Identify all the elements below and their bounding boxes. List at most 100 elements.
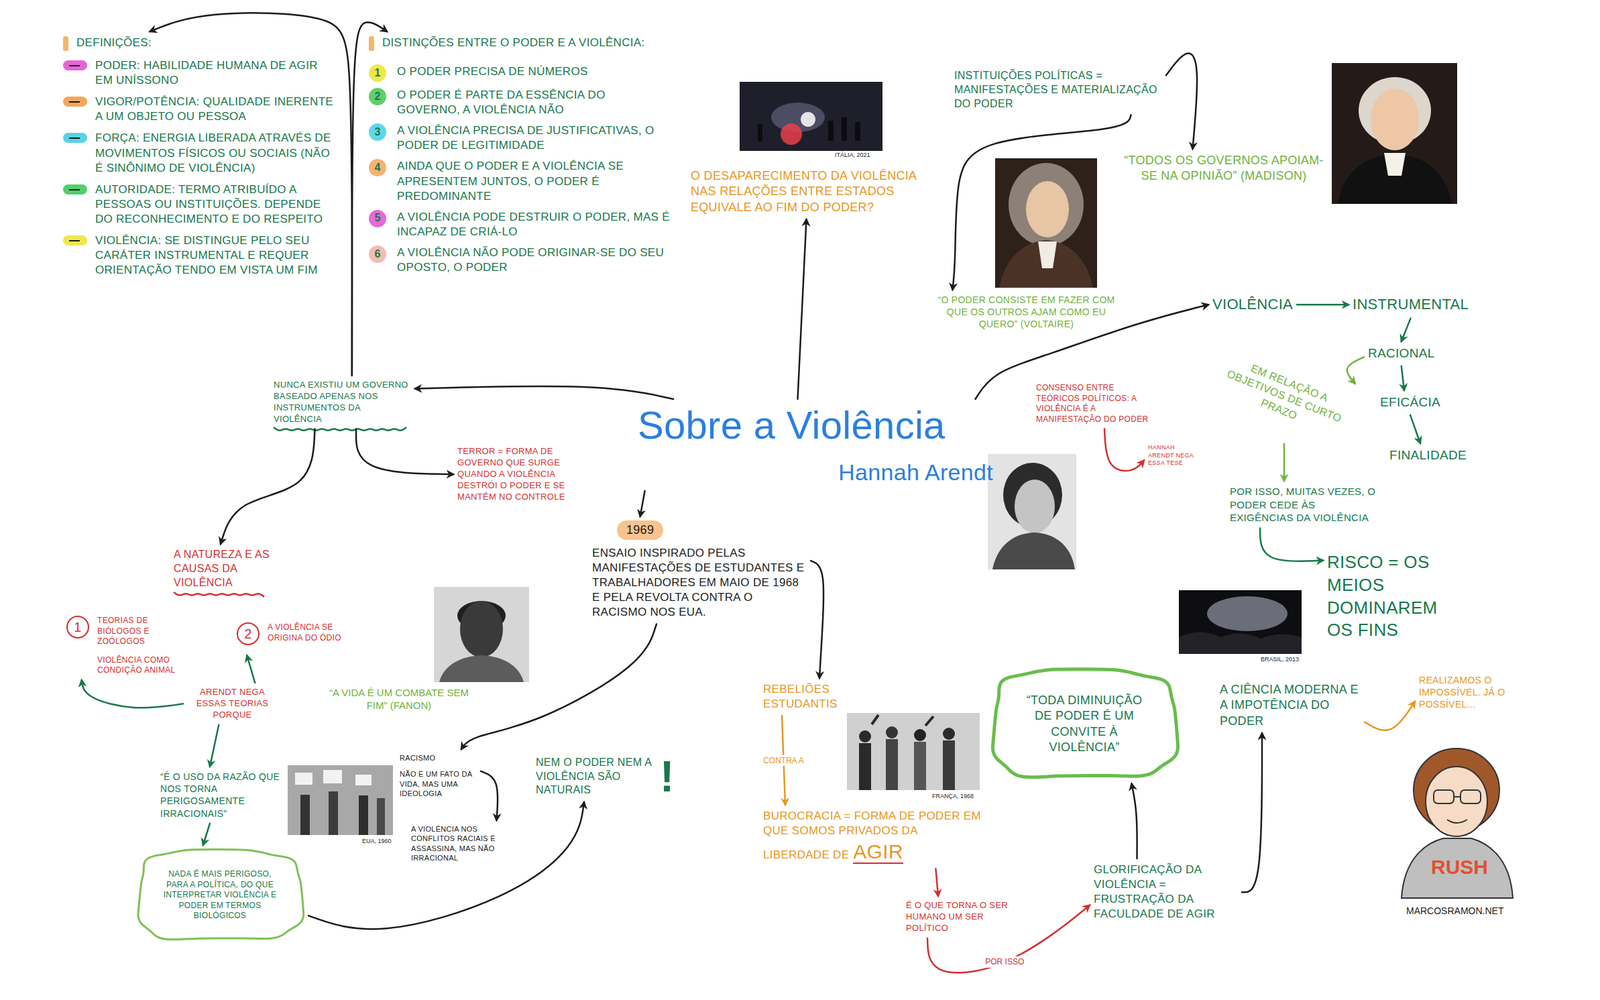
- flash: [800, 111, 816, 127]
- topic: GLORIFICAÇÃO DA VIOLÊNCIA = FRUSTRAÇÃO D…: [1093, 862, 1238, 922]
- node-text: INSTRUMENTAL: [1352, 295, 1469, 315]
- connector: [415, 386, 674, 399]
- node-text: “O PODER CONSISTE EM FAZER COM QUE OS OU…: [934, 293, 1119, 331]
- connector: [810, 560, 824, 678]
- note: NUNCA EXISTIU UM GOVERNO BASEADO APENAS …: [273, 379, 412, 426]
- node-text: A VIOLÊNCIA SE ORIGINA DO ÓDIO: [267, 622, 365, 644]
- note: ARENDT NEGA ESSAS TEORIAS PORQUE: [187, 686, 278, 721]
- face: [1025, 181, 1069, 238]
- theory-item: 2 A VIOLÊNCIA SE ORIGINA DO ÓDIO: [236, 622, 365, 652]
- photo-brazil: [1178, 590, 1302, 654]
- portrait-ground: [987, 453, 1077, 570]
- node-text: 3: [368, 123, 387, 141]
- node-text: EFICÁCIA: [1380, 394, 1441, 412]
- wig: [1008, 162, 1084, 247]
- shirt: [1401, 838, 1513, 898]
- node-text: TERROR = FORMA DE GOVERNO QUE SURGE QUAN…: [457, 445, 592, 503]
- figure: [757, 124, 763, 142]
- node-text: DEFINIÇÕES:: [63, 35, 335, 51]
- topic: BUROCRACIA = FORMA DE PODER EM QUE SOMOS…: [763, 808, 985, 865]
- portrait-ground: [433, 586, 530, 682]
- connector: [81, 679, 184, 708]
- portrait-arendt: [987, 453, 1077, 570]
- glasses-bridge: [1453, 795, 1461, 798]
- connector: [461, 623, 657, 750]
- connector: [1283, 443, 1286, 481]
- head: [913, 728, 927, 741]
- connector: [1166, 52, 1197, 149]
- portrait-ground: [995, 158, 1098, 288]
- note: É O QUE TORNA O SER HUMANO UM SER POLÍTI…: [905, 899, 1014, 935]
- node-text: ENSAIO INSPIRADO PELAS MANIFESTAÇÕES DE …: [592, 545, 807, 620]
- connector: [246, 655, 255, 683]
- note: HANNAH ARENDT NEGA ESSA TESE: [1148, 443, 1202, 468]
- node-text: A VIOLÊNCIA PRECISA DE JUSTIFICATIVAS, O…: [396, 123, 671, 153]
- connector: [1401, 318, 1411, 342]
- node-text: PODER: HABILIDADE HUMANA DE AGIR EM UNÍS…: [63, 58, 335, 88]
- node-text: É O QUE TORNA O SER HUMANO UM SER POLÍTI…: [905, 899, 1014, 935]
- collar: [1384, 152, 1406, 176]
- node-text: POR ISSO, MUITAS VEZES, O PODER CEDE ÀS …: [1229, 484, 1381, 525]
- node-text: A CIÊNCIA MODERNA E A IMPOTÊNCIA DO PODE…: [1219, 681, 1361, 729]
- figure: [841, 117, 847, 141]
- edge-label: CONTRA A: [760, 754, 807, 766]
- connector: [1410, 415, 1421, 444]
- node-text: GLORIFICAÇÃO DA VIOLÊNCIA = FRUSTRAÇÃO D…: [1093, 862, 1238, 922]
- node-text: 1: [368, 64, 387, 82]
- year-pill: 1969: [616, 520, 664, 540]
- connector: [640, 490, 646, 517]
- photo-caption: BRASIL, 2013: [1260, 655, 1299, 664]
- author-avatar: [1401, 748, 1513, 898]
- node-text: 5: [368, 209, 387, 228]
- photo-ground: [1178, 590, 1302, 654]
- node-text: 1969: [626, 522, 654, 538]
- connector: [1260, 528, 1324, 562]
- node-text: 6: [368, 245, 387, 263]
- photo-usa: [287, 765, 393, 835]
- haze: [1207, 596, 1288, 632]
- mouth: [1447, 819, 1468, 823]
- note: EM RELAÇÃO A OBJETIVOS DE CURTO PRAZO: [1217, 353, 1352, 440]
- photo-ground: [287, 765, 393, 835]
- raised-arms: [871, 714, 934, 726]
- node-text: NADA É MAIS PERIGOSO, PARA A POLÍTICA, D…: [159, 869, 281, 922]
- connector: [480, 771, 498, 821]
- quote: “O PODER CONSISTE EM FAZER COM QUE OS OU…: [934, 293, 1119, 331]
- connector: [308, 802, 585, 929]
- note: POR ISSO, MUITAS VEZES, O PODER CEDE ÀS …: [1229, 484, 1381, 525]
- note: ENSAIO INSPIRADO PELAS MANIFESTAÇÕES DE …: [592, 545, 807, 620]
- connector: [952, 114, 1132, 290]
- portrait-fanon: [433, 586, 530, 682]
- coat: [999, 240, 1094, 288]
- note: REALIZAMOS O IMPOSSÍVEL. JÁ O POSSÍVEL..…: [1418, 673, 1520, 711]
- topic: REBELIÕES ESTUDANTIS: [763, 681, 857, 712]
- underlines: [173, 427, 407, 597]
- sign: [323, 769, 342, 784]
- connector: [1364, 701, 1415, 731]
- connector: [352, 22, 387, 376]
- question: O DESAPARECIMENTO DA VIOLÊNCIA NAS RELAÇ…: [690, 168, 923, 216]
- node-text: CONSENSO ENTRE TEÓRICOS POLÍTICOS: A VIO…: [1036, 382, 1151, 425]
- sign: [295, 772, 313, 785]
- clothing: [992, 532, 1075, 570]
- cloud-outline: [989, 668, 1179, 780]
- node-text: Hannah Arendt: [637, 457, 994, 487]
- figure: [854, 122, 861, 141]
- connector: [356, 429, 454, 475]
- definitions-list: DEFINIÇÕES: PODER: HABILIDADE HUMANA DE A…: [63, 35, 335, 285]
- conclusion: RISCO = OS MEIOS DOMINAREM OS FINS: [1327, 551, 1465, 642]
- node-text: VIOLÊNCIA COMO CONDIÇÃO ANIMAL: [97, 655, 194, 676]
- node-text: 2: [236, 622, 260, 646]
- node-text: 4: [368, 158, 387, 177]
- portrait-madison: [1331, 63, 1458, 204]
- figure: [328, 791, 338, 835]
- cloud-outline: [992, 669, 1178, 778]
- topic: A CIÊNCIA MODERNA E A IMPOTÊNCIA DO PODE…: [1219, 681, 1361, 729]
- figure: [376, 797, 385, 835]
- node-text: EM RELAÇÃO A OBJETIVOS DE CURTO PRAZO: [1217, 353, 1352, 440]
- cloud-note: “TODA DIMINUIÇÃO DE PODER É UM CONVITE À…: [989, 668, 1179, 780]
- keyword: EFICÁCIA: [1380, 394, 1441, 412]
- note: TERROR = FORMA DE GOVERNO QUE SURGE QUAN…: [457, 445, 592, 503]
- photo-france: [846, 712, 980, 790]
